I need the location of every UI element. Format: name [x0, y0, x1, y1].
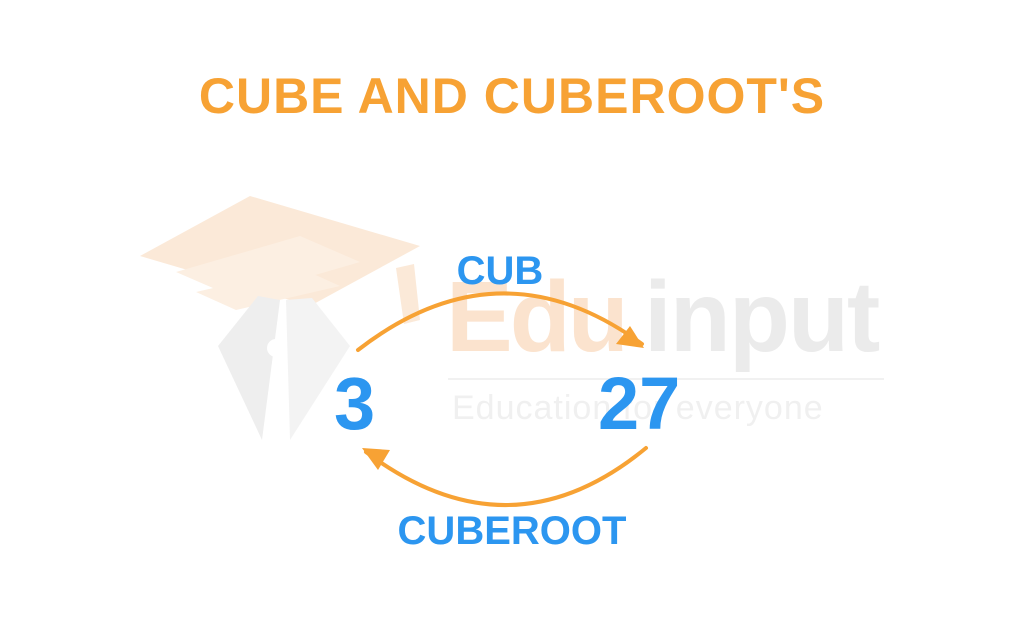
page-title: CUBE AND CUBEROOT'S [198, 68, 826, 124]
cuberoot-label: CUBEROOT [397, 509, 627, 553]
base-number: 3 [334, 362, 376, 445]
cube-arrow [356, 291, 644, 352]
cube-number: 27 [598, 362, 681, 445]
cube-arrow-head [616, 326, 644, 348]
cuberoot-arrow [364, 446, 648, 507]
cube-label: CUB [456, 249, 544, 293]
cuberoot-arrow-head [362, 448, 390, 470]
